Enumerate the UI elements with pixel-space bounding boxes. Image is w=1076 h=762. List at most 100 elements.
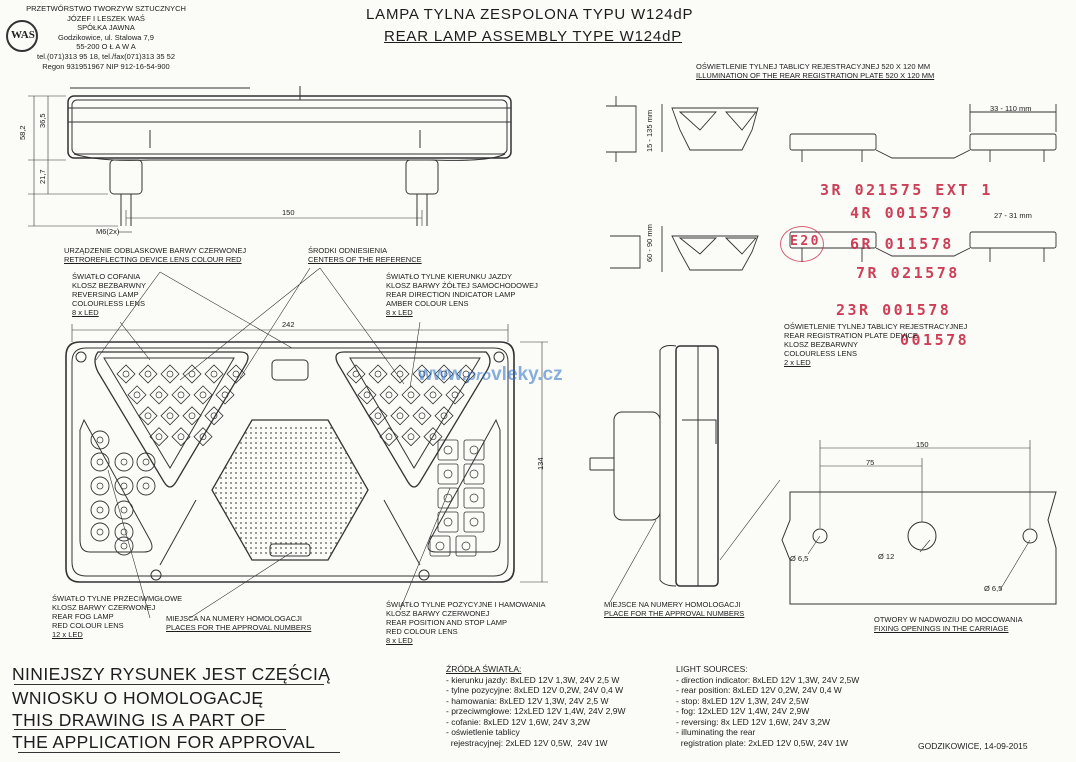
reflector-dot xyxy=(290,487,292,489)
lamp-top-view xyxy=(67,86,512,226)
reflector-dot xyxy=(245,532,247,534)
reflector-dot xyxy=(315,502,317,504)
reflector-dot xyxy=(265,442,267,444)
reversing-led-cell xyxy=(160,364,180,384)
reflector-dot xyxy=(270,462,272,464)
fog-led xyxy=(142,458,150,466)
reflector-dot xyxy=(305,467,307,469)
reflector-dot xyxy=(350,477,352,479)
reflector-dot xyxy=(315,432,317,434)
reflector-dot xyxy=(250,462,252,464)
reflector-dot xyxy=(310,522,312,524)
reflector-dot xyxy=(290,547,292,549)
reflector-dot xyxy=(240,452,242,454)
reflector-dot xyxy=(285,462,287,464)
reflector-dot xyxy=(250,452,252,454)
reflector-dot xyxy=(250,552,252,554)
reversing-led-cell xyxy=(144,412,152,420)
company-line: tel.(071)313 95 18, tel./fax(071)313 35 … xyxy=(36,51,175,61)
reflector-dot xyxy=(330,522,332,524)
reflector-dot xyxy=(245,507,247,509)
reflector-dot xyxy=(315,477,317,479)
direction-led-cell xyxy=(374,370,382,378)
reflector-dot xyxy=(325,462,327,464)
reflector-dot xyxy=(305,482,307,484)
reflector-dot xyxy=(345,507,347,509)
reflector-dot xyxy=(280,507,282,509)
reflector-dot xyxy=(320,482,322,484)
reflector-dot xyxy=(320,492,322,494)
reflector-dot xyxy=(230,512,232,514)
reflector-dot xyxy=(290,542,292,544)
reflector-dot xyxy=(265,502,267,504)
reflector-dot xyxy=(325,427,327,429)
reflector-dot xyxy=(285,457,287,459)
reflector-dot xyxy=(310,487,312,489)
reflector-dot xyxy=(225,497,227,499)
reflector-dot xyxy=(335,437,337,439)
reflector-dot xyxy=(245,492,247,494)
reflector-dot xyxy=(235,452,237,454)
reflector-dot xyxy=(315,527,317,529)
reflector-dot xyxy=(235,522,237,524)
direction-led-cell xyxy=(368,406,388,426)
stamp-line: 23R 001578 xyxy=(836,301,952,319)
date-place: GODZIKOWICE, 14-09-2015 xyxy=(918,741,1028,751)
fog-led xyxy=(96,506,104,514)
reflector-dot xyxy=(245,447,247,449)
reflector-dot xyxy=(285,452,287,454)
reflector-dot xyxy=(340,512,342,514)
reflector-dot xyxy=(270,552,272,554)
reflector-dot xyxy=(285,507,287,509)
reflector-dot xyxy=(270,467,272,469)
reflector-dot xyxy=(245,467,247,469)
reflector-dot xyxy=(340,477,342,479)
reflector-dot xyxy=(280,552,282,554)
reflector-dot xyxy=(275,432,277,434)
fog-led xyxy=(120,542,128,550)
reflector-dot xyxy=(275,537,277,539)
direction-led-cell xyxy=(379,385,399,405)
reflector-dot xyxy=(265,452,267,454)
reflector-dot xyxy=(260,502,262,504)
reflector-dot xyxy=(290,452,292,454)
fog-led xyxy=(120,482,128,490)
reflector-dot xyxy=(325,522,327,524)
reflector-dot xyxy=(235,502,237,504)
reflector-dot xyxy=(300,487,302,489)
reflector-dot xyxy=(250,447,252,449)
reflector-dot xyxy=(295,442,297,444)
reflector-dot xyxy=(305,522,307,524)
reflector-dot xyxy=(250,497,252,499)
reversing-led-cell xyxy=(226,364,246,384)
reflector-dot xyxy=(225,467,227,469)
reflector-dot xyxy=(245,512,247,514)
reflector-dot xyxy=(305,447,307,449)
reversing-led-cell xyxy=(210,370,218,378)
reflector-dot xyxy=(290,532,292,534)
reflector-dot xyxy=(320,467,322,469)
reflector-dot xyxy=(330,492,332,494)
reflector-dot xyxy=(265,477,267,479)
reflector-dot xyxy=(320,427,322,429)
reflector-dot xyxy=(270,497,272,499)
reflector-dot xyxy=(330,547,332,549)
fog-led xyxy=(120,506,128,514)
reflector-dot xyxy=(315,427,317,429)
direction-led-cell xyxy=(401,427,421,447)
reflector-dot xyxy=(285,517,287,519)
reflector-dot xyxy=(315,552,317,554)
reflector-dot xyxy=(255,512,257,514)
reflector-dot xyxy=(290,497,292,499)
reflector-dot xyxy=(235,467,237,469)
reflector-dot xyxy=(260,517,262,519)
reflector-dot xyxy=(270,537,272,539)
reflector-dot xyxy=(345,462,347,464)
reflector-dot xyxy=(275,547,277,549)
direction-led-cell xyxy=(385,433,393,441)
reflector-dot xyxy=(260,442,262,444)
reflector-dot xyxy=(330,552,332,554)
stamp-line: 001578 xyxy=(900,331,970,349)
direction-led-cell xyxy=(352,370,360,378)
fog-led xyxy=(136,452,156,472)
